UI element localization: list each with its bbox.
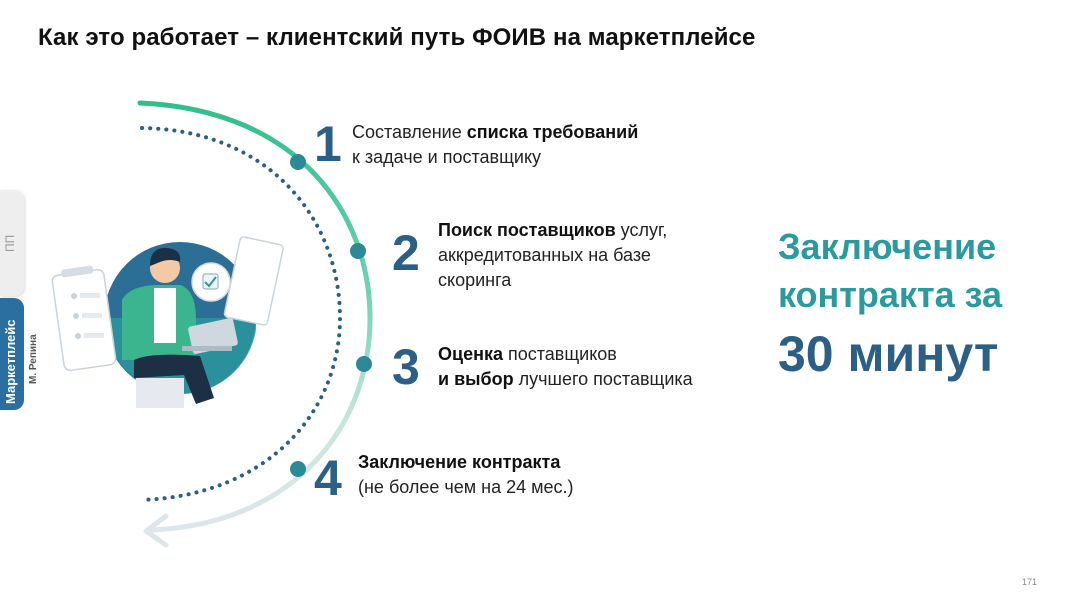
step-4-dot — [290, 461, 306, 477]
step-2-text: Поиск поставщиков услуг, аккредитованных… — [438, 220, 668, 290]
step-4-text: Заключение контракта (не более чем на 24… — [358, 452, 574, 497]
step-2-dot — [350, 243, 366, 259]
step-1-text: Составление списка требований к задаче и… — [352, 122, 639, 167]
side-tab-pp[interactable]: ПП — [0, 190, 24, 296]
illustration-person-laptop — [51, 236, 284, 408]
step-4-number: 4 — [314, 450, 342, 506]
page-number: 171 — [1022, 577, 1038, 587]
step-3-number: 3 — [392, 339, 420, 395]
step-1-number: 1 — [314, 116, 342, 172]
highlight-line-2: контракта за — [778, 274, 1003, 315]
step-3-dot — [356, 356, 372, 372]
highlight-line-3: 30 минут — [778, 326, 999, 382]
inner-dotted-arc — [140, 126, 343, 502]
page-title: Как это работает – клиентский путь ФОИВ … — [38, 24, 756, 51]
step-2-number: 2 — [392, 225, 420, 281]
step-1-dot — [290, 154, 306, 170]
outer-arc — [137, 100, 373, 533]
arc-arrowhead — [143, 513, 169, 548]
highlight-line-1: Заключение — [778, 226, 997, 267]
step-3-text: Оценка поставщиков и выбор лучшего поста… — [438, 344, 693, 389]
side-tab-marketplace[interactable]: Маркетплейс — [0, 298, 24, 410]
